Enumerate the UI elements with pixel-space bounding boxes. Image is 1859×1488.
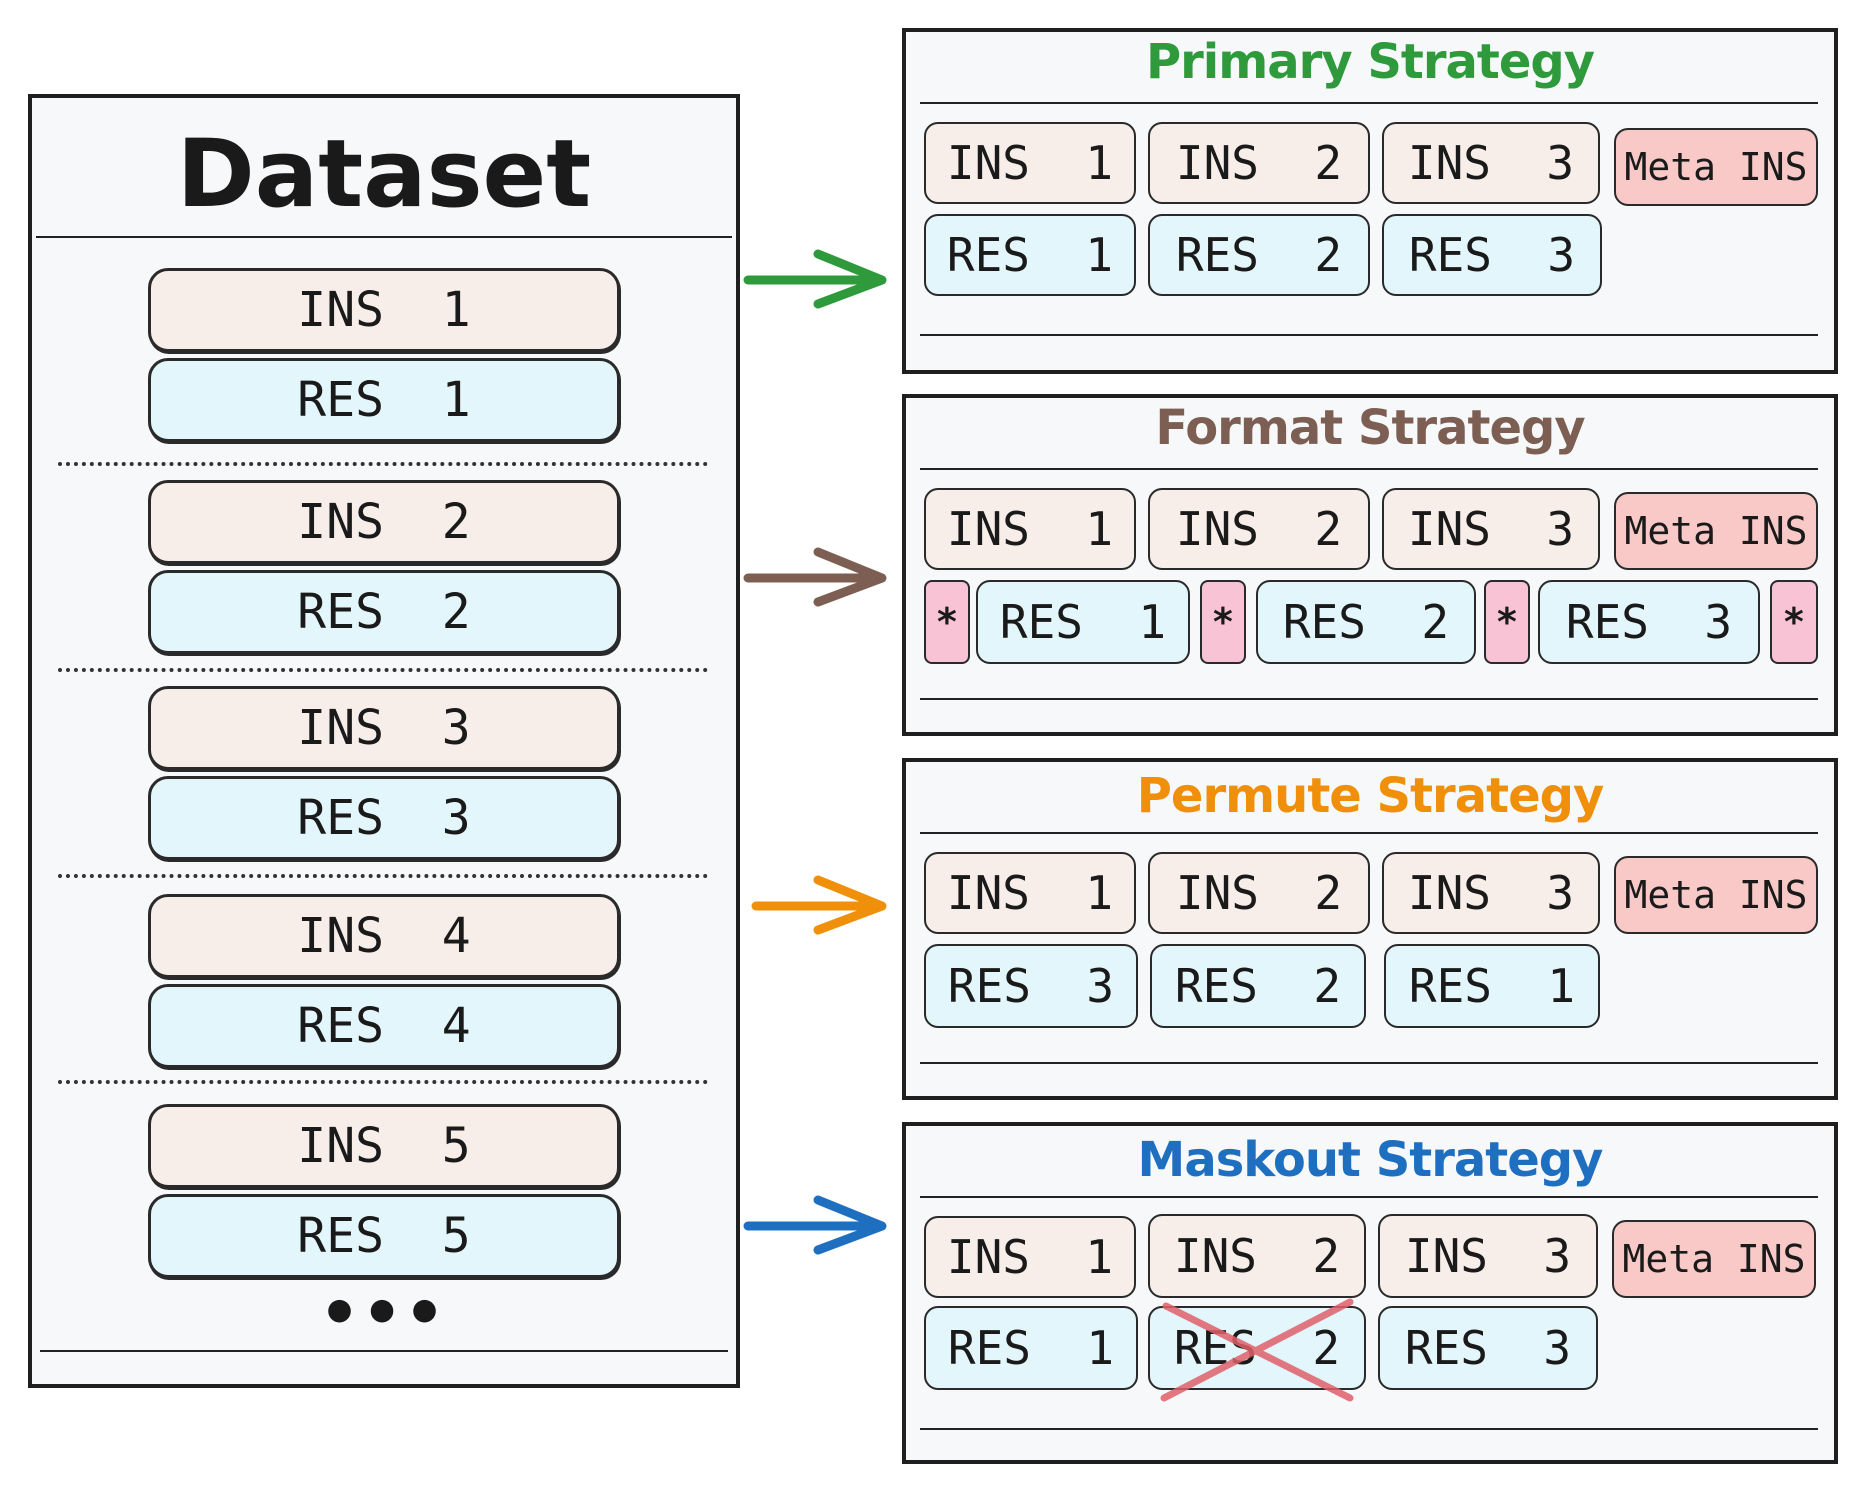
format-res-2: RES 2: [1256, 580, 1476, 664]
format-meta-ins: Meta INS: [1614, 492, 1818, 570]
maskout-title-divider: [920, 1196, 1818, 1198]
permute-bottom-divider: [920, 1062, 1818, 1064]
dataset-bottom-divider: [40, 1350, 728, 1352]
primary-res-2: RES 2: [1148, 214, 1370, 296]
permute-ins-3: INS 3: [1382, 852, 1600, 934]
dataset-title: Dataset: [176, 120, 592, 229]
primary-ins-3: INS 3: [1382, 122, 1600, 204]
format-res-3: RES 3: [1538, 580, 1760, 664]
dataset-ins-1: INS 1: [148, 268, 620, 352]
permute-strategy-title: Permute Strategy: [1136, 768, 1605, 824]
format-marker: *: [1770, 580, 1818, 664]
dataset-separator: [58, 874, 708, 878]
arrow-to-maskout: [743, 1195, 887, 1255]
format-ins-2: INS 2: [1148, 488, 1370, 570]
maskout-res-1: RES 1: [924, 1306, 1138, 1390]
maskout-res-3: RES 3: [1378, 1306, 1598, 1390]
primary-res-3: RES 3: [1382, 214, 1602, 296]
permute-res-3: RES 3: [924, 944, 1138, 1028]
format-marker: *: [924, 580, 970, 664]
format-bottom-divider: [920, 698, 1818, 700]
arrow-to-format: [743, 547, 887, 607]
maskout-ins-1: INS 1: [924, 1216, 1136, 1298]
maskout-strategy-title: Maskout Strategy: [1137, 1132, 1604, 1188]
dataset-res-5: RES 5: [148, 1194, 620, 1278]
format-ins-1: INS 1: [924, 488, 1136, 570]
dataset-res-4: RES 4: [148, 984, 620, 1068]
permute-ins-2: INS 2: [1148, 852, 1370, 934]
dataset-title-divider: [36, 236, 732, 238]
primary-title-divider: [920, 102, 1818, 104]
primary-ins-1: INS 1: [924, 122, 1136, 204]
dataset-separator: [58, 1080, 708, 1084]
dataset-res-1: RES 1: [148, 358, 620, 442]
dataset-separator: [58, 668, 708, 672]
format-strategy-title: Format Strategy: [1155, 400, 1585, 456]
format-ins-3: INS 3: [1382, 488, 1600, 570]
maskout-meta-ins: Meta INS: [1612, 1220, 1816, 1298]
arrow-to-permute: [751, 875, 887, 935]
format-marker: *: [1484, 580, 1530, 664]
format-res-1: RES 1: [976, 580, 1190, 664]
dataset-separator: [58, 462, 708, 466]
permute-ins-1: INS 1: [924, 852, 1136, 934]
format-title-divider: [920, 468, 1818, 470]
primary-bottom-divider: [920, 334, 1818, 336]
dataset-ins-5: INS 5: [148, 1104, 620, 1188]
dataset-res-2: RES 2: [148, 570, 620, 654]
permute-res-2: RES 2: [1150, 944, 1366, 1028]
primary-meta-ins: Meta INS: [1614, 128, 1818, 206]
dataset-ins-4: INS 4: [148, 894, 620, 978]
permute-res-1: RES 1: [1384, 944, 1600, 1028]
maskout-ins-3: INS 3: [1378, 1214, 1598, 1298]
dataset-ellipsis: •••: [320, 1277, 448, 1351]
dataset-res-3: RES 3: [148, 776, 620, 860]
format-marker: *: [1200, 580, 1246, 664]
permute-title-divider: [920, 832, 1818, 834]
mask-cross-icon: [1160, 1298, 1354, 1402]
maskout-bottom-divider: [920, 1428, 1818, 1430]
primary-strategy-title: Primary Strategy: [1145, 34, 1595, 90]
arrow-to-primary: [743, 249, 887, 309]
maskout-ins-2: INS 2: [1148, 1214, 1366, 1298]
primary-ins-2: INS 2: [1148, 122, 1370, 204]
permute-meta-ins: Meta INS: [1614, 856, 1818, 934]
dataset-ins-2: INS 2: [148, 480, 620, 564]
primary-res-1: RES 1: [924, 214, 1136, 296]
dataset-ins-3: INS 3: [148, 686, 620, 770]
